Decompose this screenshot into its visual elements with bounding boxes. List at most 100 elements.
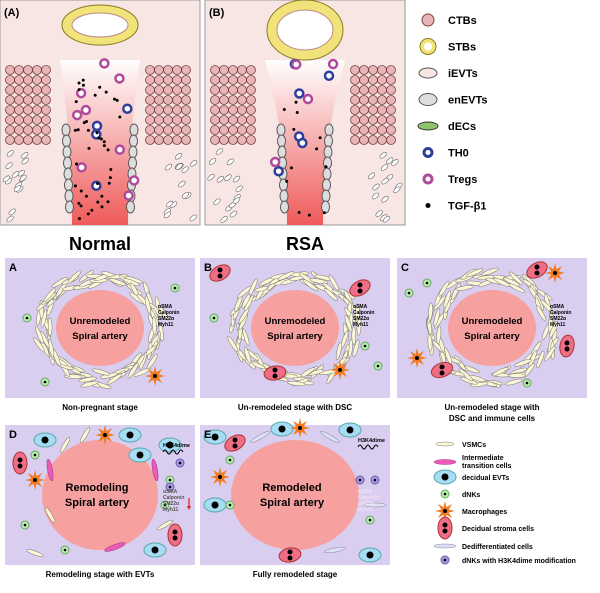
ctb-cell — [172, 85, 182, 95]
nucleus — [33, 478, 37, 482]
enevt-cell — [322, 178, 331, 192]
histone-mark-label: H3K4dime — [358, 438, 385, 444]
dec-cell — [367, 172, 376, 180]
nucleus — [153, 374, 157, 378]
tgf-dot — [97, 136, 101, 140]
vsmc-cell — [287, 380, 306, 387]
tgf-dot — [99, 137, 103, 141]
ctb-cell — [23, 115, 33, 125]
vsmc-cell — [458, 368, 474, 382]
spiral-artery — [42, 440, 158, 550]
artery-label: Spiral artery — [72, 331, 128, 342]
enevt-cell — [63, 167, 73, 181]
ctb-cell — [154, 135, 164, 145]
treg-cell — [80, 104, 92, 116]
ctb-cell — [154, 115, 164, 125]
ctb-cell — [154, 65, 164, 75]
nucleus — [166, 441, 174, 449]
stbs-icon — [424, 42, 432, 51]
artery-label: Unremodeled — [265, 316, 326, 327]
dedifferentiated-cell — [433, 543, 457, 549]
nucleus — [168, 478, 172, 482]
nucleus — [178, 461, 182, 465]
legend-label: dNKs with H3K4dime modification — [462, 558, 576, 565]
ctb-cell — [359, 95, 369, 105]
th0-cell — [294, 88, 305, 99]
ctb-cell — [23, 125, 33, 135]
ctb-cell — [228, 115, 238, 125]
vsmc-cell — [523, 362, 536, 378]
marker-label: Myh11 — [550, 322, 566, 328]
nucleus — [357, 288, 363, 294]
vsmc-cell — [26, 549, 44, 557]
tgf-dot — [106, 200, 110, 204]
nucleus — [228, 458, 232, 462]
ctb-cell — [154, 85, 164, 95]
dec-cell — [19, 174, 27, 182]
ctb-cell — [181, 135, 191, 145]
th0-cell — [91, 120, 103, 132]
ctb-cell — [377, 95, 387, 105]
marker-label: Myh11 — [158, 322, 174, 328]
vsmc-cell — [43, 287, 57, 302]
ctb-cell — [210, 125, 220, 135]
ctb-cell — [386, 105, 396, 115]
ctb-cell — [210, 115, 220, 125]
ctb-cell — [237, 85, 247, 95]
marker-label: SM22α — [158, 316, 175, 322]
vsmc-cell — [157, 304, 170, 321]
tgf-dot — [100, 205, 104, 209]
dec-cell — [232, 197, 241, 204]
dec-cell — [181, 166, 189, 173]
ctb-cell — [377, 115, 387, 125]
ctb-cell — [219, 105, 229, 115]
ctb-cell — [359, 135, 369, 145]
dec-cell — [163, 211, 172, 219]
ctb-cell — [14, 125, 24, 135]
ctb-cell — [41, 85, 51, 95]
decidual-stroma-cell — [12, 451, 28, 475]
treg-cell — [114, 144, 126, 155]
ctb-cell — [181, 115, 191, 125]
ctb-cell — [23, 95, 33, 105]
tgf-dot — [118, 115, 122, 119]
legend-label: Macrophages — [462, 509, 507, 516]
tgf-dot — [289, 166, 293, 170]
tgf-dot — [82, 121, 86, 125]
stb-lumen — [276, 9, 334, 51]
enevt-cell — [276, 123, 286, 137]
vsmc-cell — [507, 373, 526, 378]
dec-cell — [174, 153, 183, 160]
ctb-cell — [181, 125, 191, 135]
vsmc-cell — [91, 368, 110, 376]
ctb-cell — [32, 95, 42, 105]
dec-cell — [6, 215, 14, 223]
treg-cell — [99, 58, 110, 69]
nucleus — [43, 380, 47, 384]
decidual-stroma-cell — [437, 516, 453, 540]
ctb-cell — [154, 75, 164, 85]
marker-label: Calponin — [163, 495, 184, 501]
dec-cell — [380, 164, 389, 171]
vsmc-cell — [536, 305, 547, 322]
dec-cell — [6, 150, 14, 157]
tgf-dot — [102, 144, 106, 148]
panel-letter: (A) — [4, 7, 20, 19]
nucleus — [228, 503, 232, 507]
tgf-dot — [74, 162, 78, 166]
ctb-cell — [359, 125, 369, 135]
ctb-cell — [237, 115, 247, 125]
tgf-dot — [98, 85, 102, 89]
spiral-artery — [56, 290, 144, 366]
ctb-cell — [359, 85, 369, 95]
dec-cell — [375, 210, 383, 217]
tgf-dot — [115, 98, 119, 102]
vsmc-cell — [309, 278, 328, 284]
vsmc-cell — [303, 279, 319, 292]
nucleus — [272, 367, 278, 373]
nucleus — [287, 555, 293, 561]
vsmc-cell — [106, 373, 123, 385]
vsmc-cell — [455, 285, 474, 291]
ctb-cell — [246, 85, 256, 95]
